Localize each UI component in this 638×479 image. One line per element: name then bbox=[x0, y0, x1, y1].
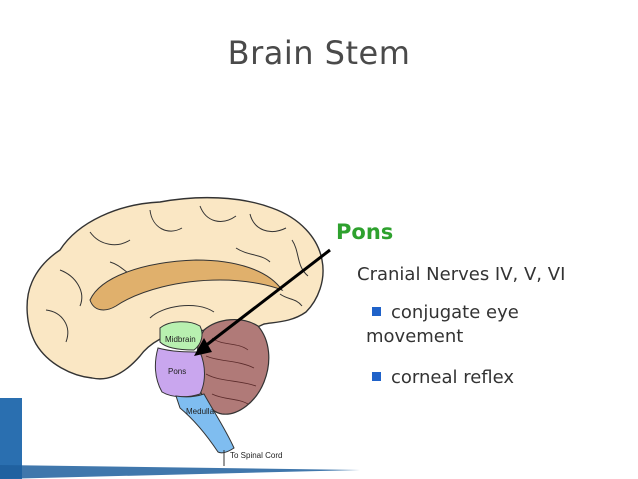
label-pons: Pons bbox=[168, 367, 186, 376]
bullet-text: corneal reflex bbox=[391, 367, 515, 388]
bullet-square-icon bbox=[372, 372, 381, 381]
bullet-square-icon bbox=[372, 307, 381, 316]
medulla-region bbox=[175, 393, 235, 454]
bullet-text-continued: movement bbox=[366, 326, 464, 347]
corner-decoration-band bbox=[0, 465, 360, 479]
midbrain-region bbox=[159, 321, 203, 351]
label-spinal-cord: To Spinal Cord bbox=[230, 451, 282, 460]
corpus-callosum bbox=[89, 259, 284, 311]
slide-title: Brain Stem bbox=[227, 34, 411, 72]
bullet-conjugate-eye: conjugate eye movement bbox=[366, 301, 622, 349]
corner-decoration bbox=[0, 398, 22, 479]
pointer-arrow bbox=[199, 248, 331, 352]
label-medulla: Medulla bbox=[186, 407, 215, 416]
label-midbrain: Midbrain bbox=[165, 335, 196, 344]
pons-heading: Pons bbox=[336, 220, 394, 244]
bullet-corneal-reflex: corneal reflex bbox=[372, 366, 622, 390]
arrow-head-icon bbox=[194, 338, 212, 356]
pons-region bbox=[154, 347, 205, 398]
bullet-text: conjugate eye bbox=[391, 302, 519, 323]
cranial-nerves-text: Cranial Nerves IV, V, VI bbox=[357, 264, 566, 285]
